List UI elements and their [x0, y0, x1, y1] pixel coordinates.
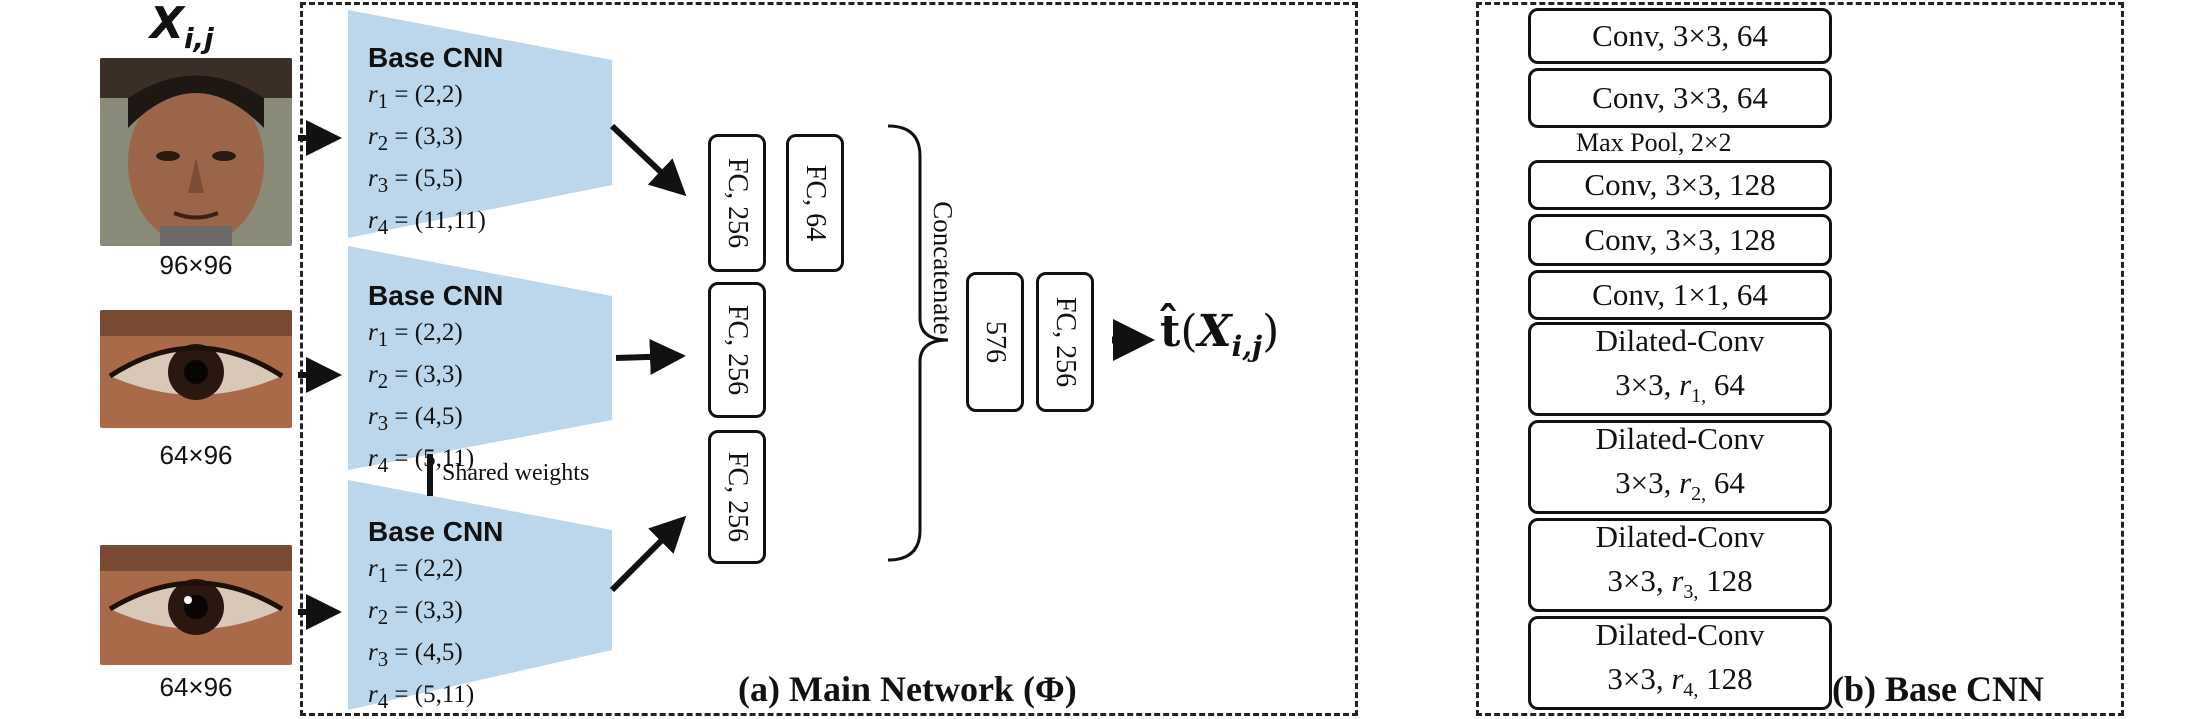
concatenate-label: Concatenate: [928, 201, 958, 335]
base-cnn-trapezoid-3: [348, 480, 612, 710]
layer-conv-2: Conv, 3×3, 64: [1528, 68, 1832, 128]
fc-256-output: FC, 256: [1036, 272, 1094, 412]
main-network-frame: [300, 2, 1358, 716]
eye-image-1: [100, 310, 292, 428]
layer-conv-1: Conv, 3×3, 64: [1528, 8, 1832, 64]
base-cnn-text-2: Base CNN r1 = (2,2) r2 = (3,3) r3 = (4,5…: [368, 278, 503, 483]
layer-dilated-2: Dilated-Conv 3×3, r2, 64: [1528, 420, 1832, 514]
concatenate-brace: [887, 124, 949, 562]
layer-conv-5: Conv, 1×1, 64: [1528, 270, 1832, 320]
eye2-size-label: 64×96: [159, 672, 233, 702]
base-cnn-text-1: Base CNN r1 = (2,2) r2 = (3,3) r3 = (5,5…: [368, 40, 503, 245]
caption-base-cnn: (b) Base CNN: [1832, 669, 2044, 709]
caption-main-network: (a) Main Network (Φ): [738, 669, 1077, 709]
base-cnn-title: Base CNN: [368, 280, 504, 311]
cnn-fc-arrow-2: [615, 338, 686, 375]
cnn-fc-arrow-1: [609, 123, 687, 197]
rate-line: r3 = (4,5): [368, 403, 463, 435]
fc-256-face: FC, 256: [708, 134, 766, 272]
concat-576: 576: [966, 272, 1024, 412]
face-size-label: 96×96: [159, 250, 233, 280]
cnn-fc-arrow-3: [609, 515, 687, 593]
input-label: Xi,j: [150, 0, 214, 55]
rate-line: r1 = (2,2): [368, 319, 463, 351]
rate-line: r1 = (2,2): [368, 81, 463, 113]
base-cnn-trapezoid-2: [348, 246, 612, 470]
rate-line: r2 = (3,3): [368, 597, 463, 629]
layer-dilated-3: Dilated-Conv 3×3, r3, 128: [1528, 518, 1832, 612]
base-cnn-trapezoid-1: [348, 10, 612, 238]
output-label: t̂(Xi,j): [1160, 306, 1280, 363]
shared-weights-label: Shared weights: [442, 460, 590, 486]
base-cnn-title: Base CNN: [368, 516, 504, 547]
base-cnn-title: Base CNN: [368, 42, 504, 73]
rate-line: r2 = (3,3): [368, 123, 463, 155]
max-pool-label: Max Pool, 2×2: [1576, 128, 1732, 157]
rate-line: r3 = (5,5): [368, 165, 463, 197]
rate-line: r3 = (4,5): [368, 639, 463, 671]
base-cnn-text-3: Base CNN r1 = (2,2) r2 = (3,3) r3 = (4,5…: [368, 514, 503, 719]
eye1-size-label: 64×96: [159, 440, 233, 470]
layer-dilated-1: Dilated-Conv 3×3, r1, 64: [1528, 322, 1832, 416]
rate-line: r2 = (3,3): [368, 361, 463, 393]
fc-256-eye1: FC, 256: [708, 282, 766, 418]
fc-256-eye2: FC, 256: [708, 430, 766, 564]
layer-conv-3: Conv, 3×3, 128: [1528, 160, 1832, 210]
base-cnn-frame: [1476, 2, 2124, 716]
rate-line: r1 = (2,2): [368, 555, 463, 587]
rate-line: r4 = (5,11): [368, 681, 475, 713]
layer-dilated-4: Dilated-Conv 3×3, r4, 128: [1528, 616, 1832, 710]
fc-64: FC, 64: [786, 134, 844, 272]
layer-conv-4: Conv, 3×3, 128: [1528, 214, 1832, 266]
rate-line: r4 = (5,11): [368, 445, 475, 477]
face-image: [100, 58, 292, 246]
eye-image-2: [100, 545, 292, 665]
rate-line: r4 = (11,11): [368, 207, 486, 239]
